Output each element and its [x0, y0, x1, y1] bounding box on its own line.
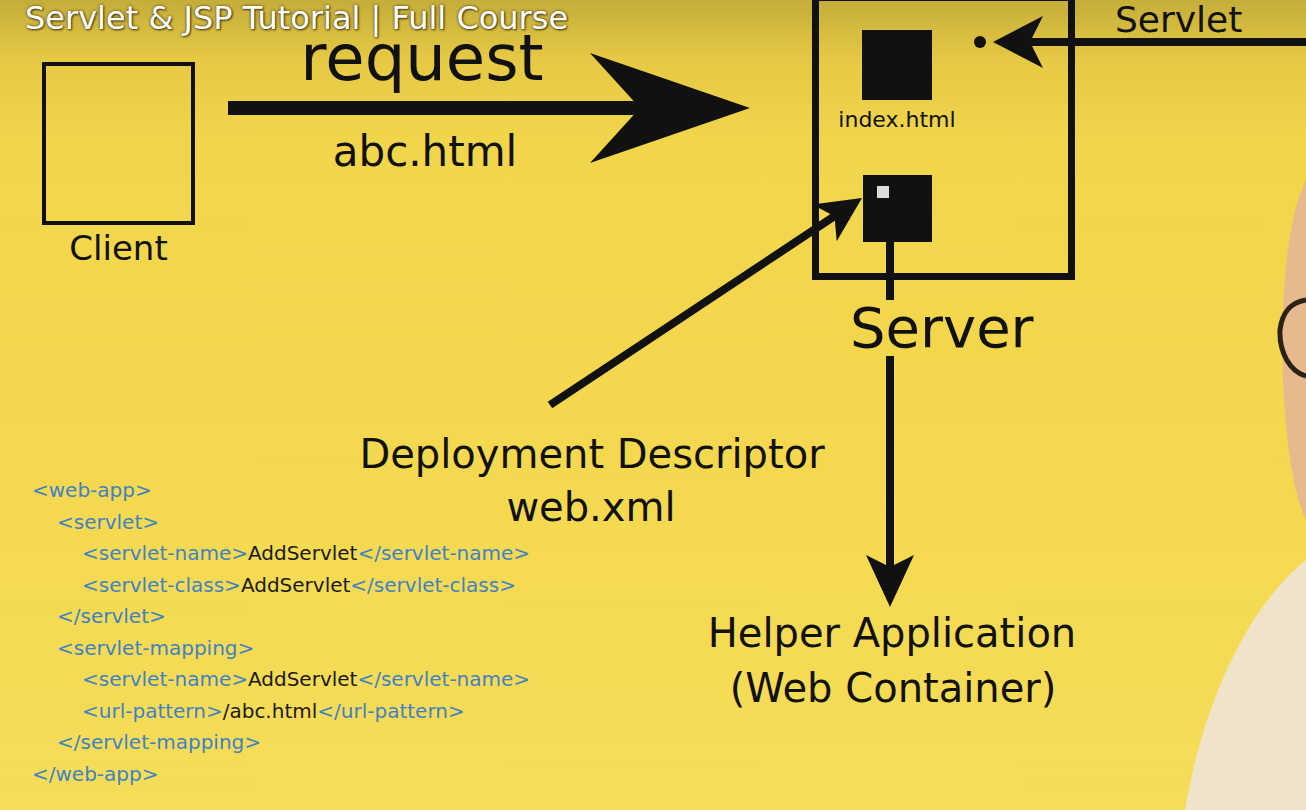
edge-label: request	[300, 26, 543, 90]
xml-value: /abc.html	[223, 699, 318, 723]
presenter-face	[1282, 180, 1306, 520]
resource-file: index.html	[862, 30, 932, 100]
presenter-shirt	[1185, 560, 1306, 810]
container-arrow-head	[866, 555, 914, 607]
xml-tag: </servlet>	[57, 604, 166, 628]
xml-tag: <servlet-mapping>	[57, 636, 254, 660]
servlet-label: Servlet	[1115, 2, 1242, 38]
xml-tag: </web-app>	[32, 762, 158, 786]
code-line: <web-app>	[32, 480, 152, 500]
arrow-shaft	[228, 101, 640, 115]
code-line: <servlet-name>AddServlet</servlet-name>	[82, 669, 530, 689]
node-label: index.html	[838, 109, 955, 131]
descriptor-label: Deployment Descriptor	[359, 434, 824, 474]
url-label: abc.html	[333, 131, 518, 173]
xml-tag: </url-pattern>	[317, 699, 464, 723]
container-label: (Web Container)	[730, 668, 1057, 708]
container-label: Helper Application	[708, 613, 1076, 653]
code-line: <servlet>	[57, 512, 159, 532]
descriptor-arrow-line	[550, 216, 835, 405]
code-line: </servlet-mapping>	[57, 732, 261, 752]
code-line: </web-app>	[32, 764, 158, 784]
presenter-glasses	[1280, 300, 1306, 376]
server-box: Serverindex.html	[812, 0, 1075, 280]
servlet-dot	[974, 36, 986, 48]
client-box: Client	[42, 62, 195, 225]
servlet-arrow-head	[993, 16, 1043, 68]
code-line: <servlet-name>AddServlet</servlet-name>	[82, 543, 530, 563]
node-label: Client	[69, 231, 167, 265]
xml-tag: </servlet-class>	[350, 573, 516, 597]
container-arrow-line	[886, 215, 894, 570]
arrow-head	[590, 53, 750, 163]
descriptor-file-label: web.xml	[506, 487, 675, 527]
code-line: </servlet>	[57, 606, 166, 626]
descriptor-arrow-head	[812, 198, 862, 241]
xml-tag: </servlet-name>	[357, 667, 530, 691]
code-line: <servlet-mapping>	[57, 638, 254, 658]
xml-tag: </servlet-name>	[357, 541, 530, 565]
xml-value: AddServlet	[248, 667, 357, 691]
code-line: <url-pattern>/abc.html</url-pattern>	[82, 701, 465, 721]
xml-value: AddServlet	[241, 573, 350, 597]
xml-tag: <servlet>	[57, 510, 159, 534]
xml-tag: <servlet-name>	[82, 541, 248, 565]
xml-tag: </servlet-mapping>	[57, 730, 261, 754]
web-container-block	[863, 175, 932, 242]
node-label: Server	[846, 300, 1038, 356]
code-line: <servlet-class>AddServlet</servlet-class…	[82, 575, 516, 595]
xml-tag: <servlet-class>	[82, 573, 241, 597]
descriptor-file-block	[877, 186, 889, 198]
xml-value: AddServlet	[248, 541, 357, 565]
xml-tag: <servlet-name>	[82, 667, 248, 691]
xml-tag: <web-app>	[32, 478, 152, 502]
xml-tag: <url-pattern>	[82, 699, 223, 723]
